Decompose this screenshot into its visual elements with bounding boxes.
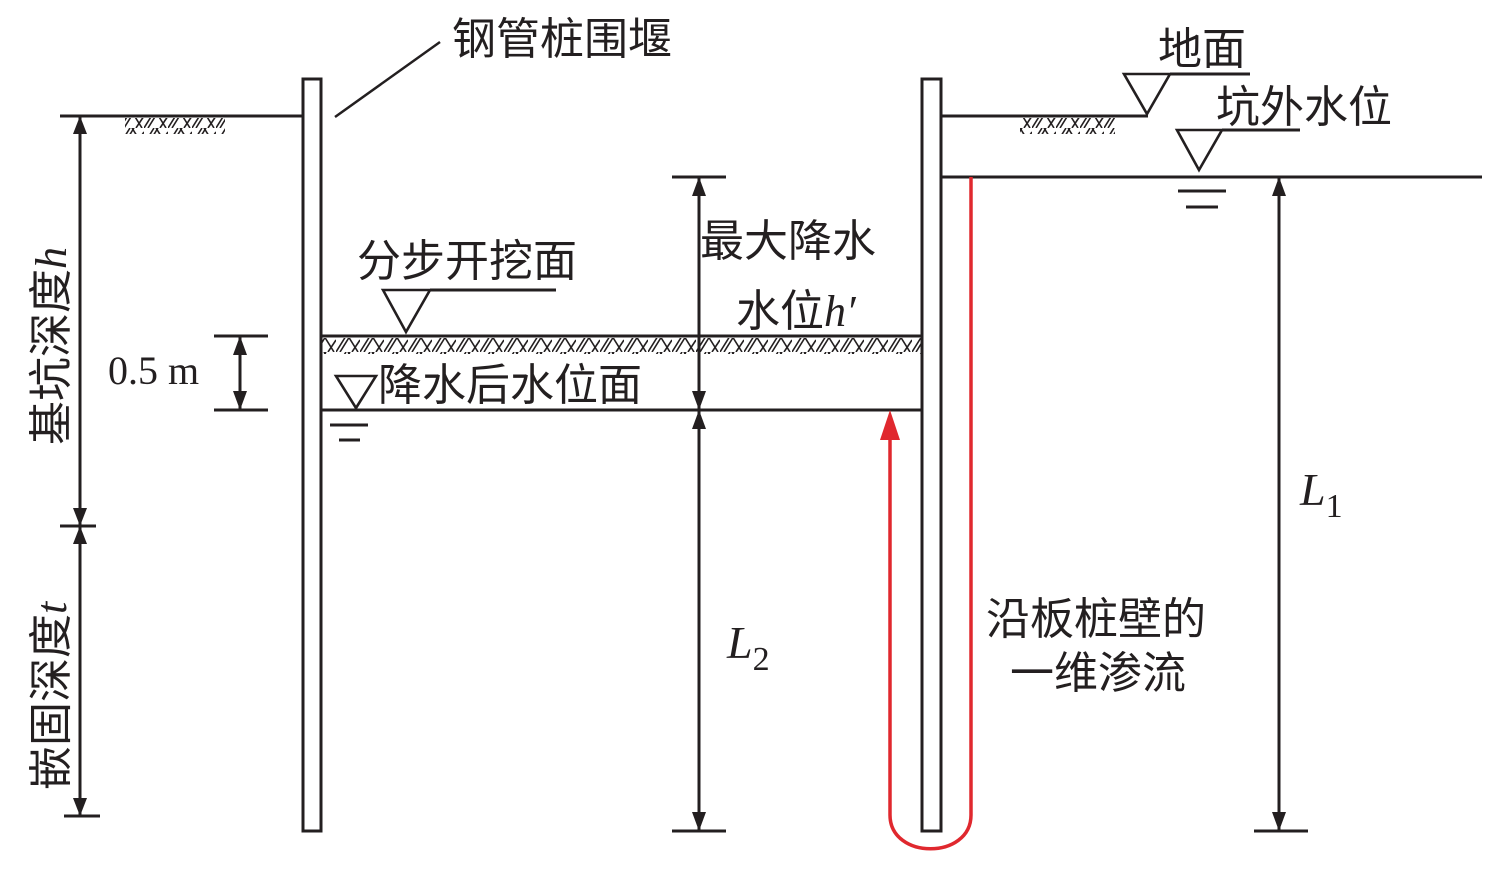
pit-depth-dimension (60, 116, 96, 528)
max-drawdown-text: 水位 (736, 286, 824, 337)
outside-water-level-marker-icon (1174, 128, 1225, 173)
excavation-face-label: 分步开挖面 (357, 236, 577, 287)
excavation-face-hatch (321, 338, 922, 354)
L1-dimension (1254, 177, 1308, 833)
seepage-arrow-icon (880, 410, 900, 440)
L1-label: L1 (1299, 464, 1343, 525)
cofferdam-label: 钢管桩围堰 (452, 14, 672, 65)
svg-text:基坑深度h: 基坑深度h (26, 247, 77, 445)
cofferdam-leader-line (334, 40, 441, 119)
offset-label: 0.5 m (108, 348, 199, 393)
L2-label: L2 (726, 617, 770, 678)
ground-label: 地面 (1158, 24, 1246, 75)
seepage-label-line1: 沿板桩壁的 (986, 594, 1206, 645)
left-ground-hatch (125, 118, 225, 134)
embed-depth-dimension (64, 526, 100, 818)
pit-depth-text: 基坑深度 (26, 269, 77, 445)
embed-depth-text: 嵌固深度 (26, 614, 77, 790)
L2-dimension (672, 410, 726, 833)
max-drawdown-dimension (672, 175, 726, 410)
max-drawdown-label-line2: 水位h′ (736, 286, 857, 337)
right-ground-hatch (1020, 118, 1115, 134)
svg-text:嵌固深度t: 嵌固深度t (26, 600, 77, 790)
excavation-face-marker-icon (380, 288, 433, 335)
dewatered-level-label: 降水后水位面 (378, 360, 642, 411)
seepage-label-line2: 一维渗流 (1010, 648, 1186, 699)
ground-level-marker-icon (1121, 72, 1173, 117)
embed-depth-label: 嵌固深度t (26, 600, 77, 790)
offset-dimension (214, 334, 268, 412)
dewatered-level-marker-icon (333, 374, 379, 411)
embed-depth-symbol: t (27, 600, 76, 614)
right-steel-pile (920, 77, 943, 833)
outside-water-level-label: 坑外水位 (1216, 82, 1392, 133)
left-steel-pile (301, 77, 323, 833)
max-drawdown-symbol: h′ (824, 287, 857, 336)
max-drawdown-label-line1: 最大降水 (700, 216, 876, 267)
pit-depth-label: 基坑深度h (26, 247, 77, 445)
pit-depth-symbol: h (27, 247, 76, 269)
seepage-path (888, 177, 973, 851)
